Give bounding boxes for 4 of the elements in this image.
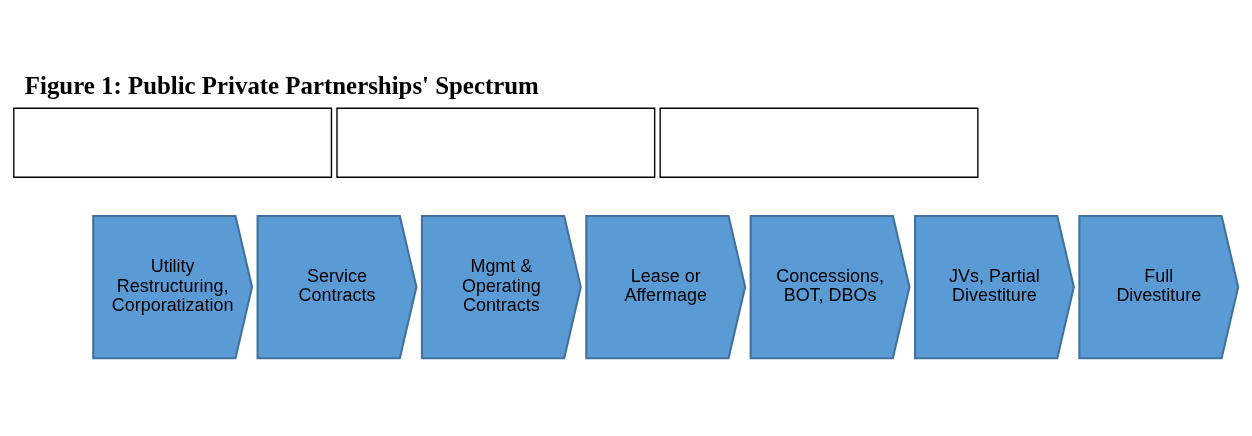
node-box (336, 107, 656, 178)
diagram-title: Figure 1: Public Private Partnerships' Spectrum (24, 71, 539, 99)
node-box (659, 107, 979, 178)
node-box (13, 107, 333, 178)
